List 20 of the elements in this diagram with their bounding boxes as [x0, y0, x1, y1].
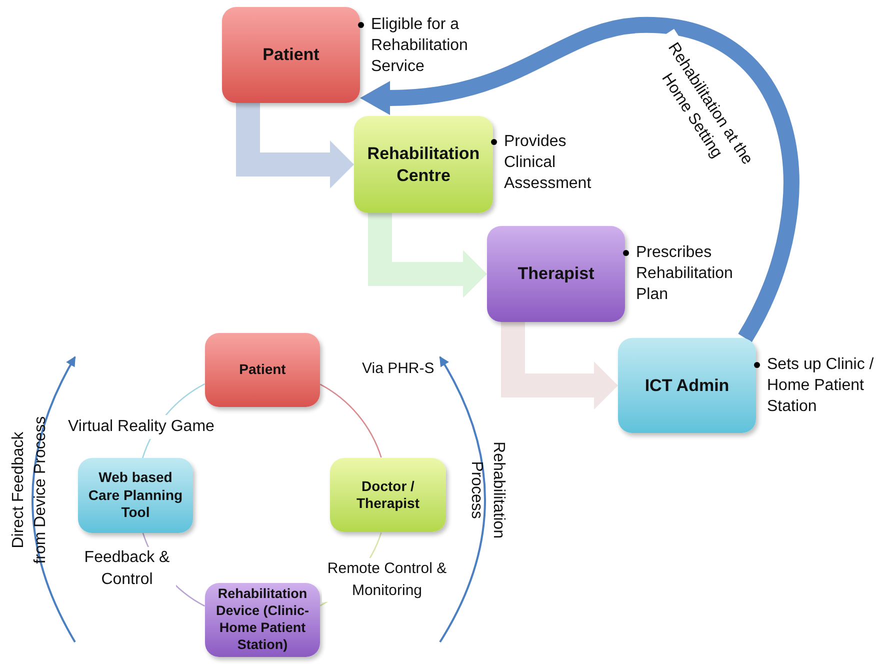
process-box: Rehabilitation Centre: [354, 116, 493, 213]
block-arrow: [501, 322, 618, 410]
process-box: ICT Admin: [618, 338, 756, 433]
block-arrow: [360, 17, 799, 342]
process-box: Rehabilitation Device (Clinic-Home Patient Station): [205, 583, 320, 657]
side-label: Direct Feedback from Device Process: [9, 415, 50, 565]
process-box: Doctor / Therapist: [330, 458, 446, 532]
process-box: Web based Care Planning Tool: [78, 458, 193, 533]
process-box: Patient: [205, 333, 320, 407]
edge-label: Virtual Reality Game: [68, 415, 214, 439]
block-arrow: [368, 213, 487, 298]
process-box: Therapist: [487, 226, 625, 322]
side-label: Rehabilitation Process: [467, 440, 508, 540]
process-box: Patient: [222, 7, 360, 103]
note-text: Sets up Clinic / Home Patient Station: [767, 355, 875, 417]
block-arrow: [236, 103, 354, 188]
note-text: Eligible for a Rehabilitation Service: [371, 15, 469, 77]
note-text: Provides Clinical Assessment: [504, 132, 592, 194]
note-text: Prescribes Rehabilitation Plan: [636, 243, 734, 305]
connector-arc: [320, 384, 382, 458]
